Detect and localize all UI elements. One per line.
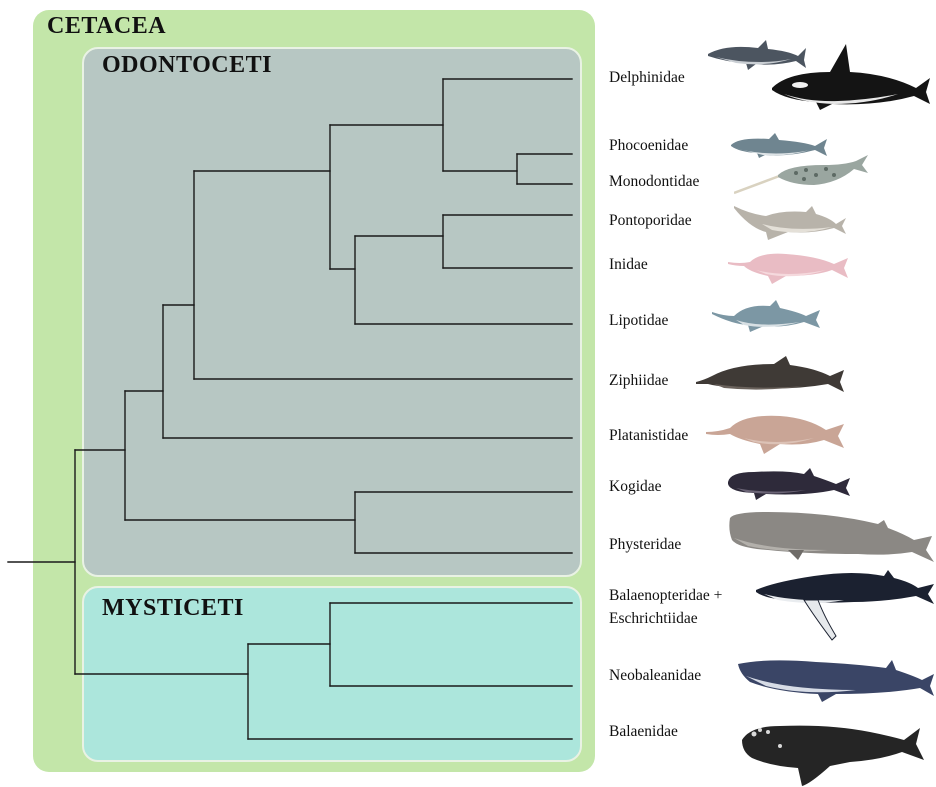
family-label-delphinidae: Delphinidae <box>609 68 685 88</box>
orca-icon <box>768 44 932 110</box>
family-label-kogidae: Kogidae <box>609 477 662 497</box>
family-label-platanistidae: Platanistidae <box>609 426 688 446</box>
family-label-lipotidae: Lipotidae <box>609 311 668 331</box>
ganges-river-dolphin-icon <box>704 410 846 454</box>
family-label-balaenidae: Balaenidae <box>609 722 678 742</box>
right-whale-icon <box>740 720 926 786</box>
amazon-river-dolphin-icon <box>726 248 850 284</box>
family-label-neobaleanidae: Neobaleanidae <box>609 666 701 686</box>
family-label-inidae: Inidae <box>609 255 648 275</box>
sperm-whale-icon <box>728 510 936 564</box>
family-label-eschrichtiidae: Eschrichtiidae <box>609 609 698 629</box>
baiji-icon <box>710 298 822 334</box>
family-label-ziphiidae: Ziphiidae <box>609 371 668 391</box>
family-label-monodontidae: Monodontidae <box>609 172 699 192</box>
family-label-phocoenidae: Phocoenidae <box>609 136 688 156</box>
pygmy-right-whale-icon <box>736 654 936 702</box>
narwhal-icon <box>734 153 870 195</box>
pygmy-sperm-whale-icon <box>726 466 852 500</box>
humpback-whale-icon <box>754 566 936 642</box>
franciscana-icon <box>732 200 848 242</box>
family-label-physteridae: Physteridae <box>609 535 681 555</box>
family-label-pontoporidae: Pontoporidae <box>609 211 692 231</box>
family-label-balaenopteridae: Balaenopteridae + <box>609 586 722 606</box>
beaked-whale-icon <box>694 354 846 394</box>
